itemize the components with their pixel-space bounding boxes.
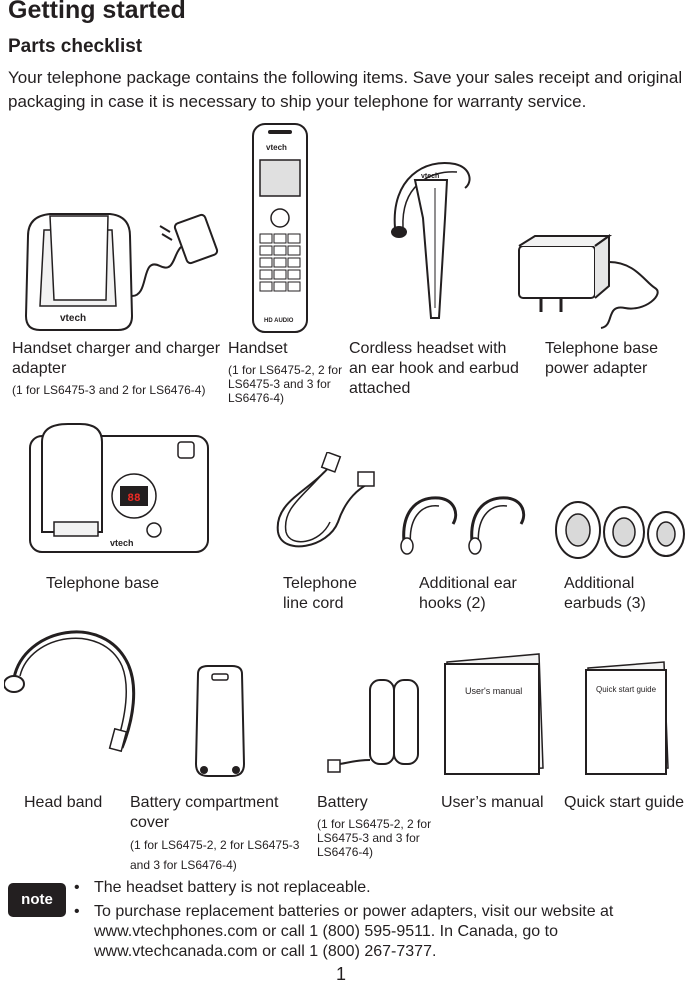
item-caption: Additional ear hooks (2) (419, 575, 517, 612)
item-earbuds: Additional earbuds (3) (564, 574, 674, 614)
item-cordless-headset: Cordless headset with an ear hook and ea… (349, 339, 519, 399)
item-caption: Handset charger and charger adapter (12, 340, 221, 377)
note-bullet: The headset battery is not replaceable. (74, 878, 674, 898)
item-caption: Cordless headset with an ear hook and ea… (349, 340, 519, 397)
item-user-manual: User’s manual (441, 793, 559, 813)
cordless-headset-illustration: vtech (391, 162, 471, 319)
item-handset-charger: Handset charger and charger adapter (1 f… (12, 339, 222, 397)
item-quick-start-guide: Quick start guide (564, 793, 688, 813)
item-caption: Additional earbuds (3) (564, 575, 646, 612)
item-note: (1 for LS6475-2, 2 for LS6475-3 and 3 fo… (130, 838, 300, 872)
item-caption: Head band (24, 794, 103, 811)
item-note: (1 for LS6475-2, 2 for LS6475-3 and 3 fo… (228, 363, 343, 405)
note-bullet: To purchase replacement batteries or pow… (74, 902, 674, 962)
telephone-base-illustration: 88 vtech (29, 423, 209, 553)
item-caption: Telephone base power adapter (545, 340, 658, 377)
manual-cover-title: User's manual (465, 686, 522, 696)
line-cord-illustration (276, 452, 375, 548)
item-line-cord: Telephone line cord (283, 574, 373, 614)
item-caption: User’s manual (441, 794, 544, 811)
item-handset: Handset (1 for LS6475-2, 2 for LS6475-3 … (228, 339, 343, 405)
item-battery-cover: Battery compartment cover (1 for LS6475-… (130, 793, 310, 875)
battery-illustration (327, 679, 419, 773)
item-caption: Battery compartment cover (130, 794, 279, 831)
item-head-band: Head band (24, 793, 124, 813)
item-note: (1 for LS6475-2, 2 for LS6475-3 and 3 fo… (317, 817, 432, 859)
note-list: The headset battery is not replaceable. … (74, 878, 674, 966)
head-band-illustration (4, 630, 136, 753)
page-number: 1 (336, 964, 347, 984)
ear-hooks-illustration (400, 496, 526, 555)
item-caption: Telephone base (46, 575, 159, 592)
note-badge: note (8, 883, 66, 917)
handset-illustration: vtech HD AUDIO (252, 123, 308, 333)
item-ear-hooks: Additional ear hooks (2) (419, 574, 539, 614)
earbuds-illustration (555, 501, 685, 559)
item-telephone-base: Telephone base (46, 574, 216, 594)
item-caption: Battery (317, 794, 368, 811)
handset-brand: vtech (266, 143, 287, 152)
handset-hd-label: HD AUDIO (264, 318, 294, 324)
user-manual-illustration: User's manual (444, 653, 544, 775)
battery-cover-illustration (194, 665, 246, 777)
item-caption: Handset (228, 340, 288, 357)
item-note: (1 for LS6475-3 and 2 for LS6476-4) (12, 383, 206, 397)
base-brand: vtech (110, 538, 134, 548)
intro-paragraph: Your telephone package contains the foll… (8, 68, 683, 111)
base-display: 88 (127, 493, 141, 505)
guide-cover-title: Quick start guide (596, 685, 657, 694)
handset-charger-illustration: vtech (24, 213, 219, 331)
item-caption: Telephone line cord (283, 575, 357, 612)
headset-brand: vtech (421, 173, 439, 180)
item-power-adapter: Telephone base power adapter (545, 339, 680, 379)
charger-brand: vtech (60, 313, 86, 324)
page-title: Getting started (8, 0, 186, 24)
item-caption: Quick start guide (564, 794, 685, 811)
section-heading: Parts checklist (8, 36, 143, 57)
quick-start-guide-illustration: Quick start guide (585, 661, 669, 775)
power-adapter-illustration (518, 234, 659, 329)
item-battery: Battery (1 for LS6475-2, 2 for LS6475-3 … (317, 793, 432, 859)
